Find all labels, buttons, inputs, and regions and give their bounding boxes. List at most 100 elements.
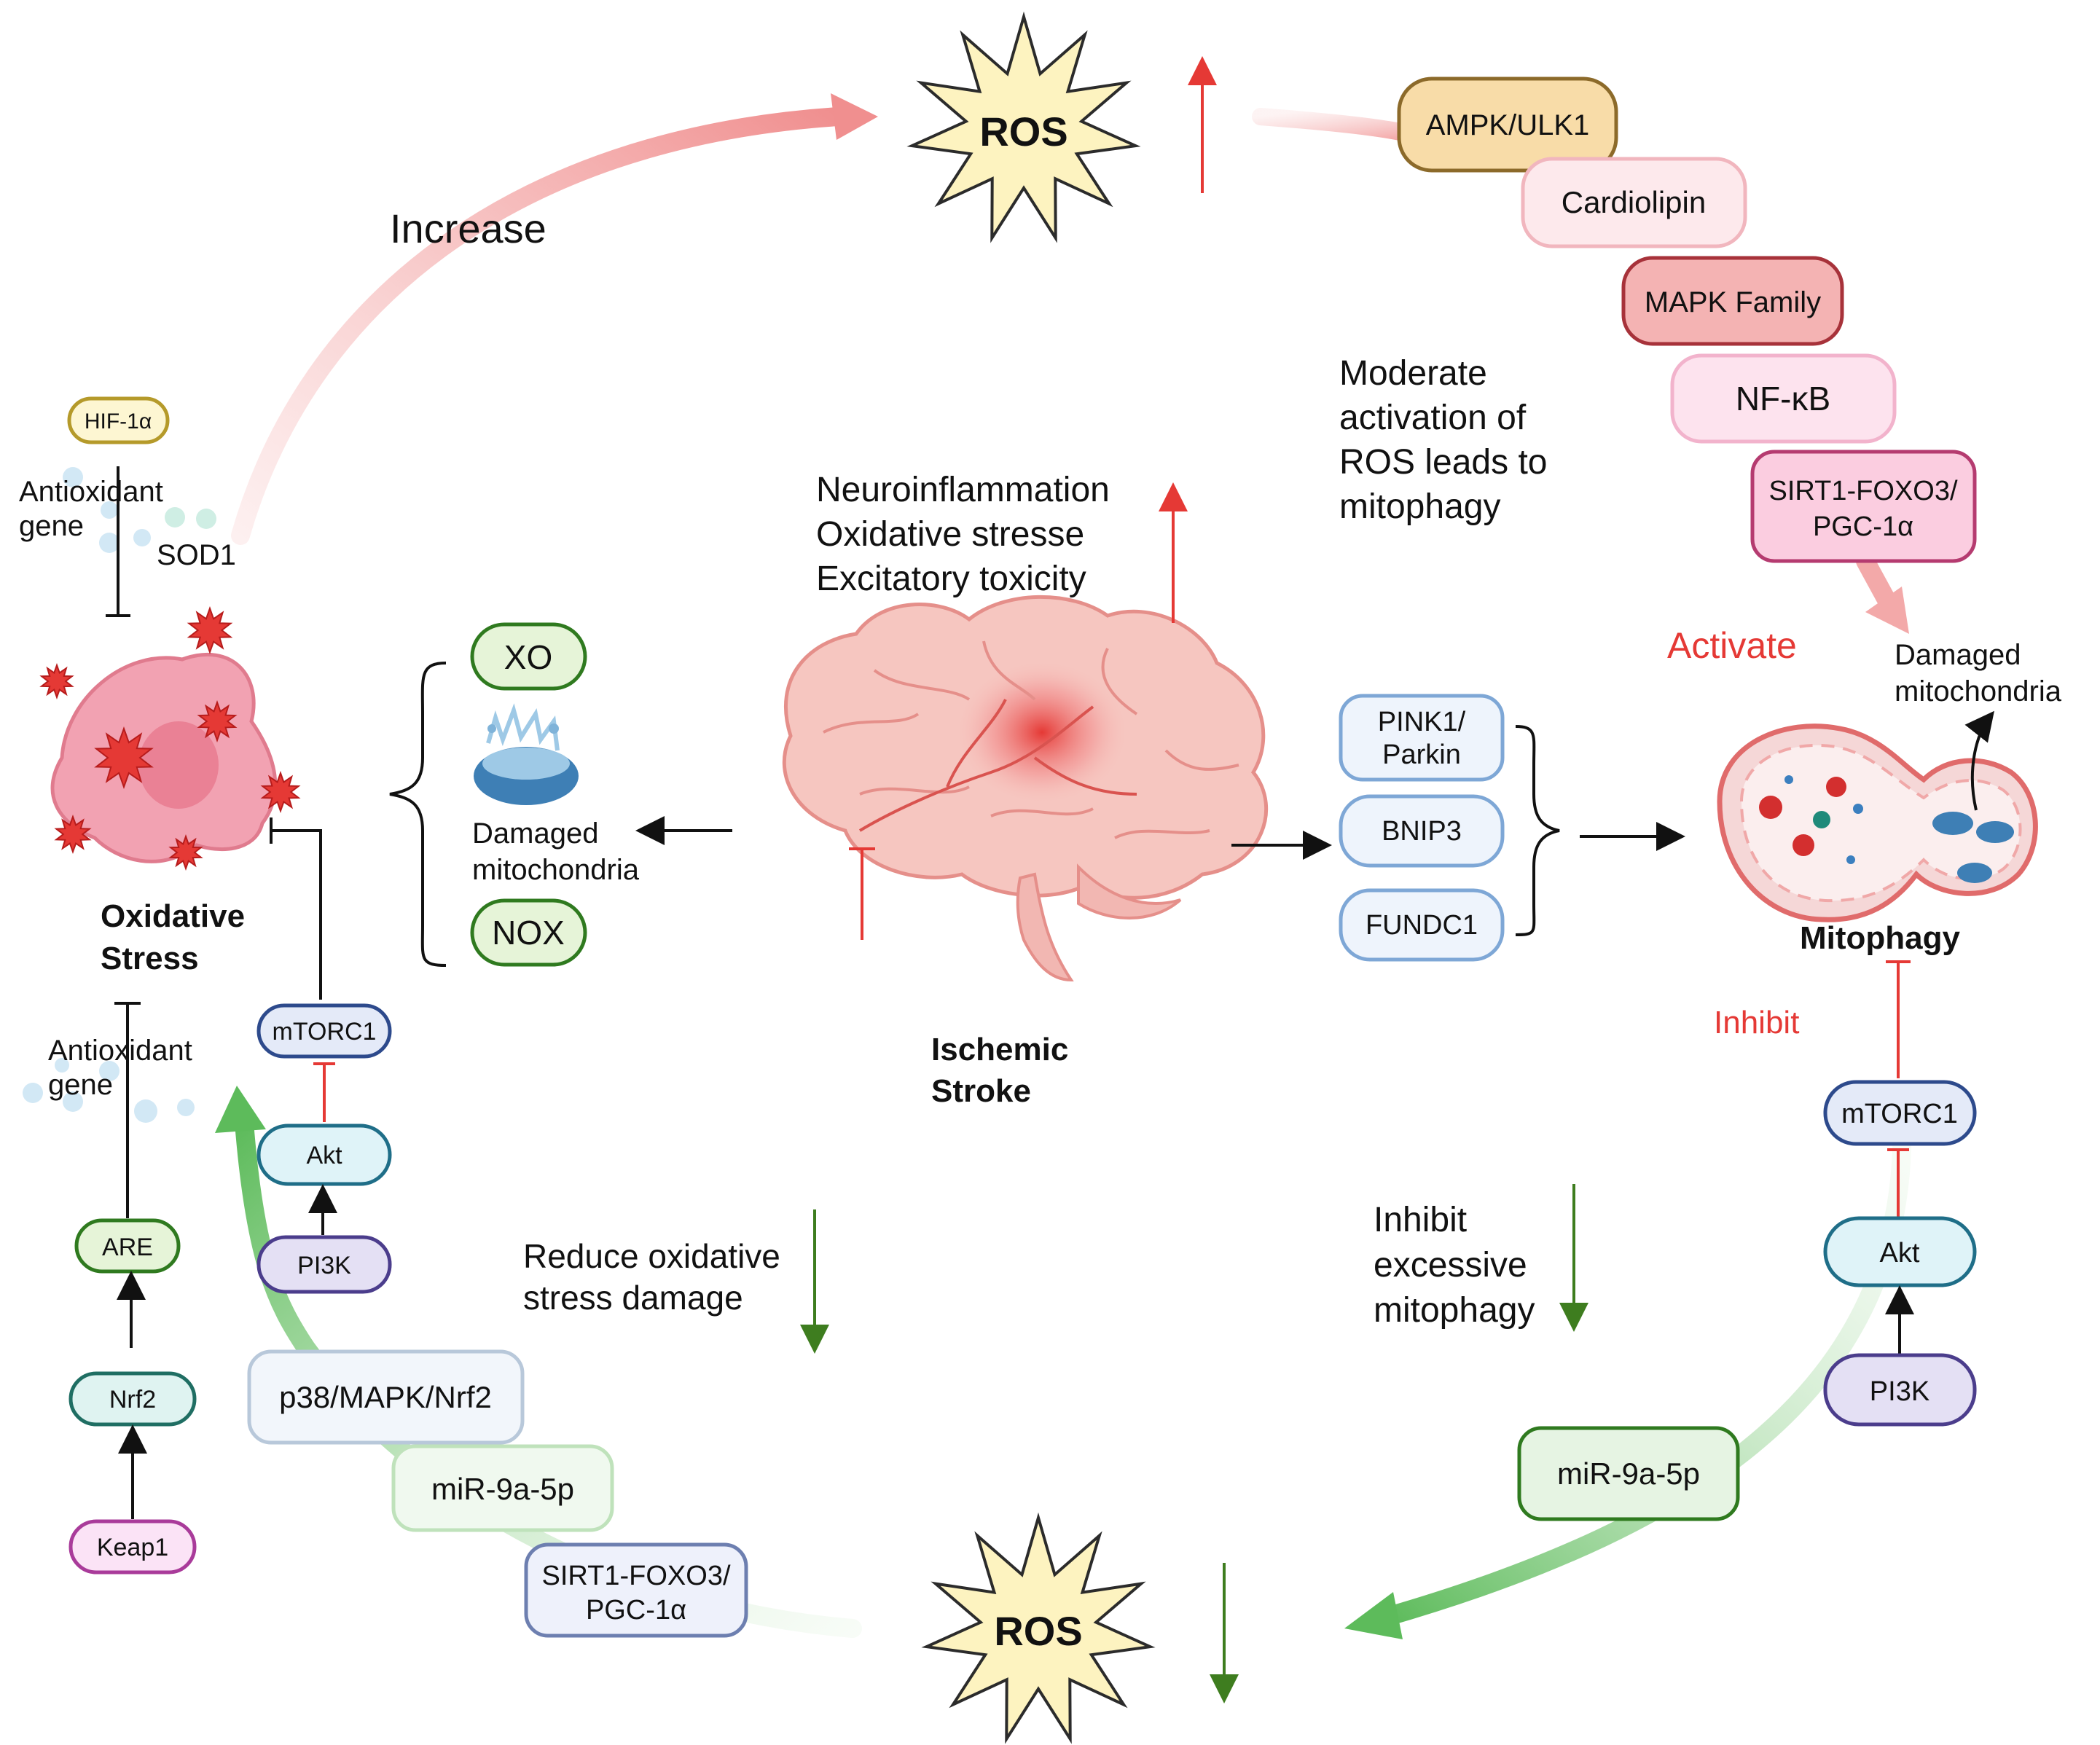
svg-text:BNIP3: BNIP3 <box>1382 816 1462 847</box>
antioxidant-bubbles-top <box>63 467 216 553</box>
svg-text:HIF-1α: HIF-1α <box>85 409 152 434</box>
svg-text:miR-9a-5p: miR-9a-5p <box>431 1472 574 1506</box>
node-bnip3: BNIP3 <box>1339 794 1505 868</box>
node-are: ARE <box>74 1218 181 1274</box>
node-pi3k-left: PI3K <box>256 1235 392 1294</box>
node-sirt1-right: SIRT1-FOXO3/ PGC-1α <box>1750 450 1977 563</box>
node-xo: XO <box>470 622 587 691</box>
svg-text:miR-9a-5p: miR-9a-5p <box>1557 1456 1700 1491</box>
node-mtorc1-left: mTORC1 <box>256 1003 392 1059</box>
star-shape <box>39 662 74 700</box>
moderate-label-1: Moderate <box>1339 354 1487 393</box>
node-ampk-ulk1: AMPK/ULK1 <box>1397 77 1618 173</box>
left-damaged-mito-label-1: Damaged <box>472 817 598 850</box>
svg-text:Nrf2: Nrf2 <box>109 1386 156 1413</box>
star-shape <box>94 726 154 789</box>
right-damaged-mito-label-2: mitochondria <box>1895 675 2062 707</box>
node-mir9a-right: miR-9a-5p <box>1517 1426 1740 1521</box>
inhibit-label: Inhibit <box>1714 1005 1799 1040</box>
node-akt-left: Akt <box>256 1124 392 1186</box>
antioxidant-bottom-label-1: Antioxidant <box>48 1035 192 1067</box>
node-mtorc1-right: mTORC1 <box>1823 1080 1977 1146</box>
oxidative-stress-label-2: Stress <box>101 941 199 976</box>
node-pi3k-right: PI3K <box>1823 1353 1977 1427</box>
brain-illustration <box>782 595 1269 982</box>
o2-burst-group <box>39 606 301 871</box>
ros-bottom-star <box>921 1512 1156 1744</box>
left-damaged-mito-label-2: mitochondria <box>472 854 640 886</box>
svg-text:NF-κB: NF-κB <box>1736 380 1830 417</box>
svg-text:FUNDC1: FUNDC1 <box>1366 910 1478 941</box>
svg-text:PI3K: PI3K <box>297 1252 351 1279</box>
moderate-label-4: mitophagy <box>1339 487 1500 526</box>
svg-text:SIRT1-FOXO3/: SIRT1-FOXO3/ <box>541 1561 730 1591</box>
increase-arc-arrow <box>231 93 878 545</box>
svg-text:mTORC1: mTORC1 <box>1841 1099 1958 1129</box>
moderate-label-3: ROS leads to <box>1339 443 1547 482</box>
star-shape <box>197 700 238 742</box>
moderate-label-2: activation of <box>1339 399 1527 437</box>
oxidative-stress-label-1: Oxidative <box>101 898 245 934</box>
mitophagy-release-arrow <box>1964 710 1994 811</box>
node-nrf2: Nrf2 <box>68 1371 197 1427</box>
damaged-mitochondria-icon <box>474 703 579 805</box>
sirt1-to-mitophagy-arrow <box>1856 552 1909 634</box>
sod1-label: SOD1 <box>157 539 236 571</box>
star-shape <box>168 834 203 871</box>
center-effect-1: Neuroinflammation <box>816 471 1110 509</box>
reduce-label-2: stress damage <box>523 1279 743 1317</box>
reduce-label-1: Reduce oxidative <box>523 1237 780 1275</box>
ischemic-stroke-title-2: Stroke <box>931 1073 1031 1109</box>
svg-text:mTORC1: mTORC1 <box>273 1018 377 1046</box>
svg-text:PGC-1α: PGC-1α <box>1813 511 1913 542</box>
right-damaged-mito-label-1: Damaged <box>1895 639 2021 671</box>
node-hif1a: HIF-1α <box>67 396 170 444</box>
node-pink1-parkin: PINK1/ Parkin <box>1339 694 1505 782</box>
ros-bottom-label: ROS <box>994 1608 1082 1654</box>
node-sirt1-left: SIRT1-FOXO3/ PGC-1α <box>524 1542 748 1638</box>
inhibit-excessive-label-3: mitophagy <box>1374 1291 1535 1330</box>
center-effect-3: Excitatory toxicity <box>816 560 1086 598</box>
svg-text:XO: XO <box>504 638 552 676</box>
oxidative-stress-cell-icon <box>50 652 278 863</box>
star-shape <box>921 1512 1156 1744</box>
left-brace <box>389 662 447 967</box>
svg-text:PINK1/: PINK1/ <box>1378 707 1466 737</box>
node-nox: NOX <box>470 898 587 967</box>
svg-text:NOX: NOX <box>492 914 565 952</box>
antioxidant-top-label-2: gene <box>19 510 84 542</box>
increase-label: Increase <box>390 205 546 251</box>
node-keap1: Keap1 <box>68 1519 197 1575</box>
center-effect-2: Oxidative stresse <box>816 515 1084 554</box>
svg-text:SIRT1-FOXO3/: SIRT1-FOXO3/ <box>1768 476 1957 506</box>
star-shape <box>260 771 301 813</box>
mtorc1-to-cell-inhibit-line <box>271 829 322 1000</box>
star-shape <box>906 11 1141 243</box>
svg-text:Keap1: Keap1 <box>97 1534 168 1561</box>
mitophagy-label: Mitophagy <box>1800 920 1961 956</box>
antioxidant-bottom-label-2: gene <box>48 1069 113 1101</box>
svg-text:Parkin: Parkin <box>1382 740 1461 770</box>
ischemic-stroke-title-1: Ischemic <box>931 1032 1068 1067</box>
antioxidant-bubbles-bottom <box>23 1058 195 1123</box>
node-mapk-family: MAPK Family <box>1621 256 1844 346</box>
svg-text:AMPK/ULK1: AMPK/ULK1 <box>1426 109 1590 141</box>
star-shape <box>187 606 233 654</box>
node-nfkb: NF-κB <box>1670 353 1897 444</box>
node-mir9a-left: miR-9a-5p <box>391 1444 614 1532</box>
svg-text:PGC-1α: PGC-1α <box>586 1595 686 1626</box>
ros-top-star <box>906 11 1141 243</box>
svg-text:p38/MAPK/Nrf2: p38/MAPK/Nrf2 <box>279 1380 492 1414</box>
node-fundc1: FUNDC1 <box>1339 888 1505 962</box>
svg-text:ARE: ARE <box>102 1234 153 1261</box>
svg-text:Akt: Akt <box>306 1142 342 1169</box>
svg-text:PI3K: PI3K <box>1870 1376 1929 1407</box>
svg-text:MAPK Family: MAPK Family <box>1645 286 1821 318</box>
ros-top-label: ROS <box>979 109 1067 154</box>
right-brace <box>1515 725 1560 936</box>
antioxidant-top-label-1: Antioxidant <box>19 476 163 508</box>
inhibit-excessive-label-2: excessive <box>1374 1246 1527 1285</box>
mitophagy-icon <box>1717 724 2038 922</box>
node-akt-right: Akt <box>1823 1216 1977 1287</box>
